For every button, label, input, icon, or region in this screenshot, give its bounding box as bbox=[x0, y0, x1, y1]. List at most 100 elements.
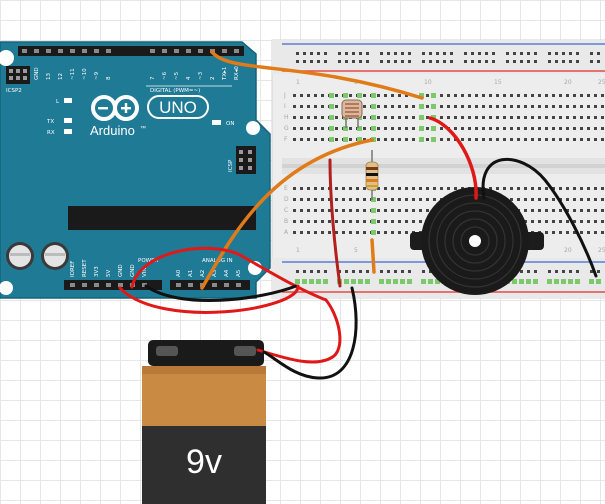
rail-hole bbox=[359, 52, 362, 55]
breadboard-hole bbox=[349, 187, 352, 190]
breadboard-hole bbox=[384, 127, 387, 130]
breadboard-hole bbox=[545, 105, 548, 108]
led-rx-label: RX bbox=[47, 130, 55, 136]
active-hole bbox=[512, 279, 517, 284]
breadboard-hole bbox=[566, 94, 569, 97]
active-hole bbox=[526, 279, 531, 284]
breadboard-hole bbox=[440, 138, 443, 141]
active-hole bbox=[371, 197, 376, 202]
breadboard-hole bbox=[384, 94, 387, 97]
breadboard-hole bbox=[475, 127, 478, 130]
breadboard-hole bbox=[510, 187, 513, 190]
rail-hole bbox=[471, 60, 474, 63]
breadboard-hole bbox=[307, 94, 310, 97]
breadboard-hole bbox=[587, 105, 590, 108]
active-hole bbox=[547, 279, 552, 284]
digital-pin-label: 2 bbox=[210, 77, 216, 81]
active-hole bbox=[371, 208, 376, 213]
battery-body bbox=[142, 426, 266, 504]
breadboard-top-rail bbox=[272, 40, 605, 74]
breadboard-hole bbox=[328, 209, 331, 212]
breadboard-hole bbox=[538, 138, 541, 141]
breadboard-hole bbox=[293, 220, 296, 223]
breadboard-hole bbox=[552, 198, 555, 201]
header-pin bbox=[162, 49, 167, 53]
rail-hole bbox=[527, 60, 530, 63]
active-hole bbox=[329, 93, 334, 98]
breadboard-hole bbox=[552, 116, 555, 119]
breadboard-hole bbox=[363, 116, 366, 119]
active-hole bbox=[431, 126, 436, 131]
arduino-logo bbox=[91, 95, 139, 121]
rail-hole bbox=[394, 270, 397, 273]
breadboard-hole bbox=[307, 220, 310, 223]
wire-black-buzzer bbox=[481, 157, 598, 278]
breadboard-hole bbox=[524, 105, 527, 108]
breadboard-hole bbox=[391, 105, 394, 108]
breadboard-hole bbox=[321, 116, 324, 119]
breadboard-hole bbox=[342, 209, 345, 212]
breadboard-hole bbox=[356, 187, 359, 190]
breadboard-hole bbox=[545, 127, 548, 130]
active-hole bbox=[316, 279, 321, 284]
led-on bbox=[212, 120, 221, 125]
breadboard-hole bbox=[538, 220, 541, 223]
active-hole bbox=[371, 126, 376, 131]
breadboard-hole bbox=[580, 116, 583, 119]
breadboard-hole bbox=[307, 209, 310, 212]
breadboard-hole bbox=[517, 138, 520, 141]
icsp2-pins bbox=[9, 69, 27, 80]
active-hole bbox=[568, 279, 573, 284]
breadboard-hole bbox=[510, 94, 513, 97]
active-hole bbox=[358, 279, 363, 284]
active-hole bbox=[329, 115, 334, 120]
breadboard-hole bbox=[398, 231, 401, 234]
breadboard-hole bbox=[314, 116, 317, 119]
breadboard-hole bbox=[573, 116, 576, 119]
header-pin bbox=[82, 283, 87, 287]
breadboard-hole bbox=[307, 116, 310, 119]
digital-pin-label: ~3 bbox=[198, 71, 204, 80]
breadboard-hole bbox=[573, 94, 576, 97]
breadboard-hole bbox=[440, 127, 443, 130]
breadboard-hole bbox=[363, 198, 366, 201]
breadboard-hole bbox=[524, 127, 527, 130]
rail-hole bbox=[310, 60, 313, 63]
wire-red-buzzer bbox=[428, 116, 478, 200]
rail-hole bbox=[506, 52, 509, 55]
battery-top bbox=[142, 366, 266, 426]
rail-hole bbox=[359, 60, 362, 63]
breadboard-hole bbox=[461, 127, 464, 130]
led-tx-label: TX bbox=[46, 119, 54, 125]
breadboard-hole bbox=[300, 220, 303, 223]
bottom-pin-label: IOREF bbox=[70, 261, 76, 277]
header-pin bbox=[174, 49, 179, 53]
rail-hole bbox=[408, 52, 411, 55]
rail-hole bbox=[345, 60, 348, 63]
breadboard-hole bbox=[531, 138, 534, 141]
breadboard-hole bbox=[524, 138, 527, 141]
digital-pin-label: 8 bbox=[106, 76, 112, 80]
rail-hole bbox=[443, 52, 446, 55]
breadboard-hole bbox=[398, 116, 401, 119]
breadboard-hole bbox=[601, 209, 604, 212]
resistor bbox=[365, 150, 379, 200]
breadboard-hole bbox=[321, 105, 324, 108]
bottom-pin-label: A3 bbox=[212, 269, 218, 277]
rail-hole bbox=[436, 60, 439, 63]
breadboard-hole bbox=[510, 138, 513, 141]
rail-hole bbox=[352, 60, 355, 63]
breadboard-hole bbox=[307, 231, 310, 234]
breadboard-hole bbox=[559, 94, 562, 97]
wire-black-gnd bbox=[144, 284, 298, 302]
breadboard-hole bbox=[300, 231, 303, 234]
breadboard-hole bbox=[503, 105, 506, 108]
header-pin bbox=[46, 49, 51, 53]
active-hole bbox=[329, 126, 334, 131]
breadboard-hole bbox=[335, 94, 338, 97]
breadboard-hole bbox=[531, 198, 534, 201]
breadboard-hole bbox=[552, 231, 555, 234]
breadboard-hole bbox=[405, 138, 408, 141]
rail-hole bbox=[485, 52, 488, 55]
breadboard-hole bbox=[594, 116, 597, 119]
